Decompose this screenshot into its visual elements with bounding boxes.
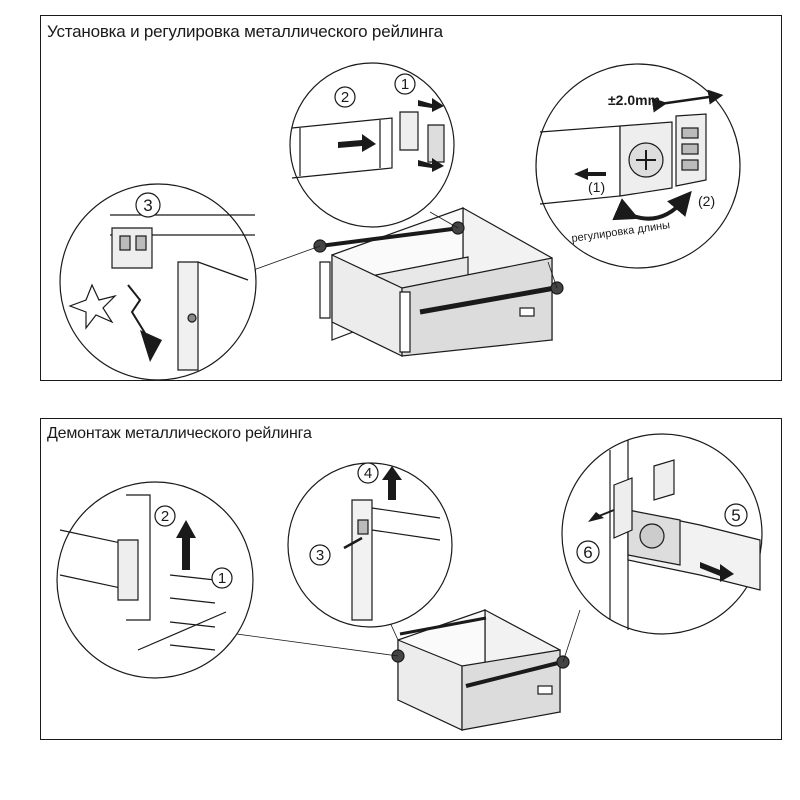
removal-drawer [391,609,570,731]
remove-step5-label: 5 [731,506,740,525]
install-drawer [313,206,564,357]
adjust-step1-label: (1) [588,179,605,195]
install-step1-label: 1 [401,76,409,93]
install-detail-step12: 2 1 [289,62,455,228]
remove-step4-label: 4 [364,465,372,482]
remove-step3-label: 3 [316,547,324,564]
remove-step2-label: 2 [161,508,169,525]
installation-title: Установка и регулировка металлического р… [47,22,443,41]
remove-step6-label: 6 [583,543,592,562]
removal-detail-step56: 5 6 [561,433,763,635]
tolerance-label: ±2.0mm [608,92,660,108]
removal-detail-step34: 4 3 [287,462,453,628]
adjust-step2-label: (2) [698,193,715,209]
removal-title: Демонтаж металлического рейлинга [47,425,312,442]
install-detail-step3: 3 [59,183,257,381]
removal-detail-step12: 2 1 [56,481,254,679]
install-step3-label: 3 [143,196,152,215]
install-leader-lines [247,211,558,289]
install-step2-label: 2 [341,89,349,106]
install-detail-adjust: ±2.0mm (1) (2) регулировка длины [535,63,741,269]
remove-step1-label: 1 [218,570,226,587]
